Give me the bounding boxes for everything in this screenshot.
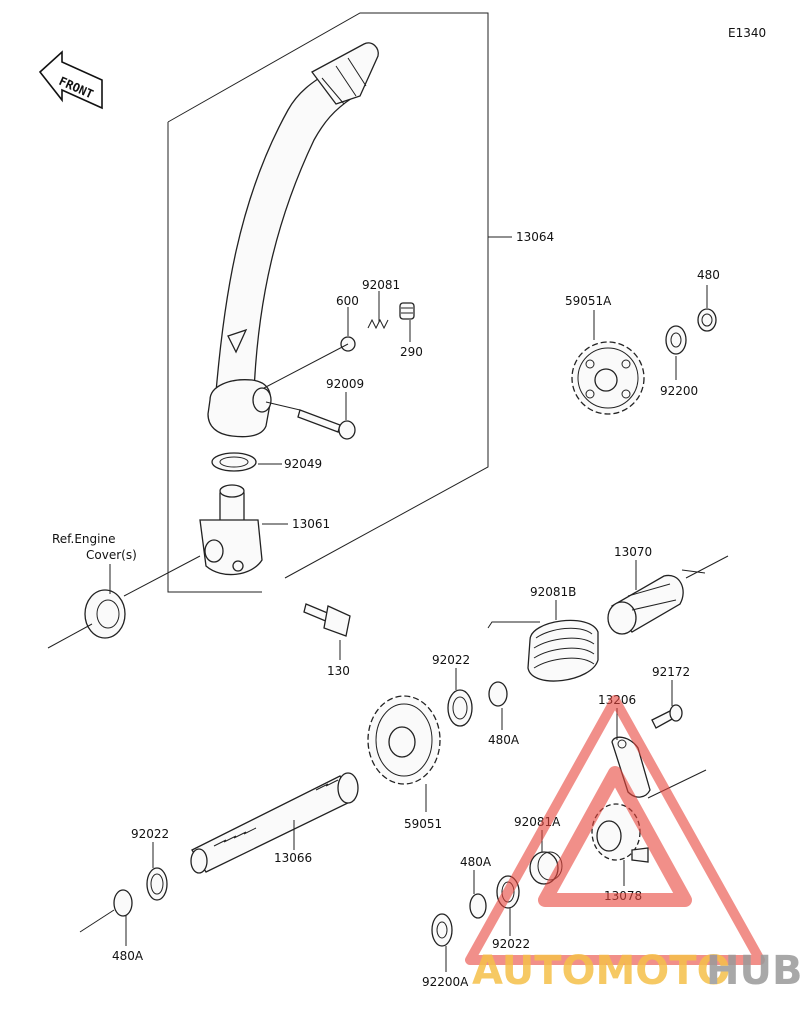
label-59051: 59051 <box>404 817 442 831</box>
label-59051A: 59051A <box>565 294 612 308</box>
label-92081B: 92081B <box>530 585 576 599</box>
label-480: 480 <box>697 268 720 282</box>
label-480A-bottom: 480A <box>460 855 492 869</box>
label-92022-left: 92022 <box>131 827 169 841</box>
assembly-frame-13064 <box>167 12 489 579</box>
washer-92022-left <box>146 867 168 901</box>
gear-59051 <box>367 695 441 785</box>
label-92022-bottom: 92022 <box>492 937 530 951</box>
circlip-480A-bottom <box>469 893 487 919</box>
washer-92049 <box>211 452 257 472</box>
bolt-92009 <box>297 409 356 440</box>
label-13070: 13070 <box>614 545 652 559</box>
spring-92081B <box>487 619 599 682</box>
part-labels: 13064 92081 600 290 92009 92049 13061 Re… <box>52 230 720 989</box>
watermark-logo <box>465 695 765 965</box>
watermark-part1: AUTOMOTO <box>472 948 731 994</box>
kick-lever <box>207 42 379 438</box>
washer-92200 <box>665 325 687 355</box>
watermark-text: AUTOMOTO HUB <box>472 948 800 994</box>
ratchet-13078 <box>591 803 649 863</box>
guide-13070 <box>607 574 684 635</box>
gear-59051A <box>571 341 645 415</box>
circlip-480-top <box>697 308 717 332</box>
watermark-part2: HUB <box>706 948 800 994</box>
label-92172: 92172 <box>652 665 690 679</box>
label-13061: 13061 <box>292 517 330 531</box>
label-480A-left: 480A <box>112 949 144 963</box>
label-13064: 13064 <box>516 230 554 244</box>
label-130: 130 <box>327 664 350 678</box>
spring-92081 <box>367 318 389 330</box>
label-92022-mid: 92022 <box>432 653 470 667</box>
label-480A-mid: 480A <box>488 733 520 747</box>
pin-290 <box>399 302 415 320</box>
label-13066: 13066 <box>274 851 312 865</box>
assembly-frame-left <box>167 122 262 593</box>
holder-13061 <box>199 484 263 576</box>
label-92200A: 92200A <box>422 975 469 989</box>
label-600: 600 <box>336 294 359 308</box>
ref-note-line1: Ref.Engine <box>52 532 115 546</box>
label-92009: 92009 <box>326 377 364 391</box>
bolt-92172 <box>651 704 683 729</box>
label-92200: 92200 <box>660 384 698 398</box>
washer-92200A <box>431 913 453 947</box>
front-arrow-icon: FRONT <box>38 50 103 110</box>
circlip-480A-left <box>113 889 133 917</box>
bolt-130 <box>303 603 351 637</box>
washer-92022-mid <box>447 689 473 727</box>
seal-ref-engine-cover <box>84 589 126 639</box>
circlip-480A-mid <box>488 681 508 707</box>
label-92081: 92081 <box>362 278 400 292</box>
shaft-13066 <box>190 772 359 874</box>
label-290: 290 <box>400 345 423 359</box>
ref-note-line2: Cover(s) <box>86 548 137 562</box>
centre-lines <box>47 343 729 933</box>
diagram-code: E1340 <box>728 26 766 40</box>
label-92049: 92049 <box>284 457 322 471</box>
